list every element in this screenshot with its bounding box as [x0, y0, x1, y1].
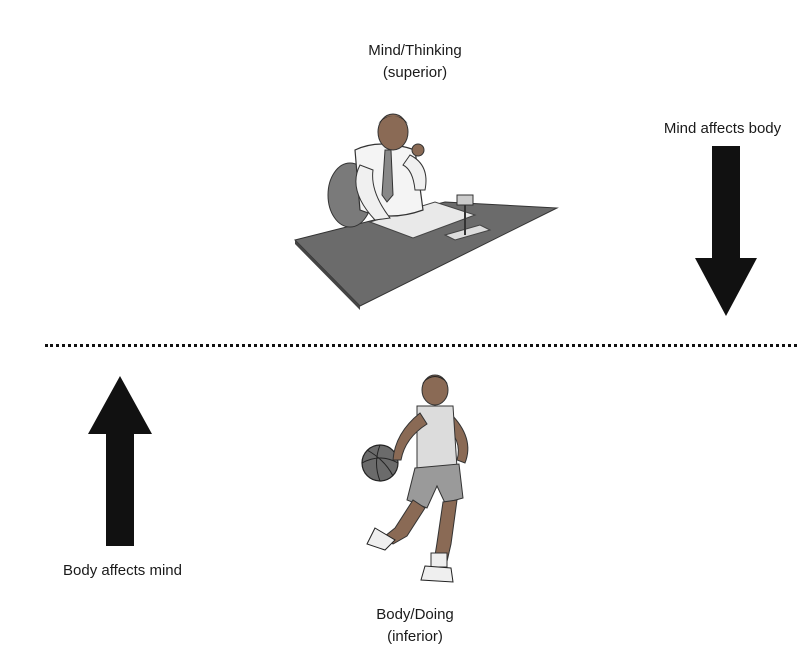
- body-doing-subtitle: (inferior): [387, 628, 443, 645]
- dotted-divider: [45, 344, 797, 347]
- player-shorts: [406, 463, 464, 509]
- desk-notepad: [443, 224, 492, 241]
- desk-front: [295, 240, 360, 310]
- player-head: [421, 374, 449, 406]
- mind-thinking-title: Mind/Thinking: [368, 42, 462, 59]
- body-affects-mind-label: Body affects mind: [63, 562, 182, 579]
- down-arrow: [695, 146, 757, 316]
- body-doing-title: Body/Doing: [376, 606, 454, 623]
- player-jersey: [416, 405, 458, 474]
- mind-affects-body-label: Mind affects body: [663, 120, 782, 137]
- basketball-player-illustration: [361, 374, 469, 583]
- mind-thinking-label: Mind/Thinking (superior): [330, 40, 500, 84]
- player-shoe: [420, 565, 454, 583]
- player-shoe: [366, 527, 396, 551]
- up-arrow: [88, 376, 152, 546]
- mind-thinking-subtitle: (superior): [382, 64, 448, 81]
- body-doing-label: Body/Doing (inferior): [330, 604, 500, 648]
- man-at-desk-illustration: [294, 113, 559, 310]
- man-head: [377, 113, 409, 151]
